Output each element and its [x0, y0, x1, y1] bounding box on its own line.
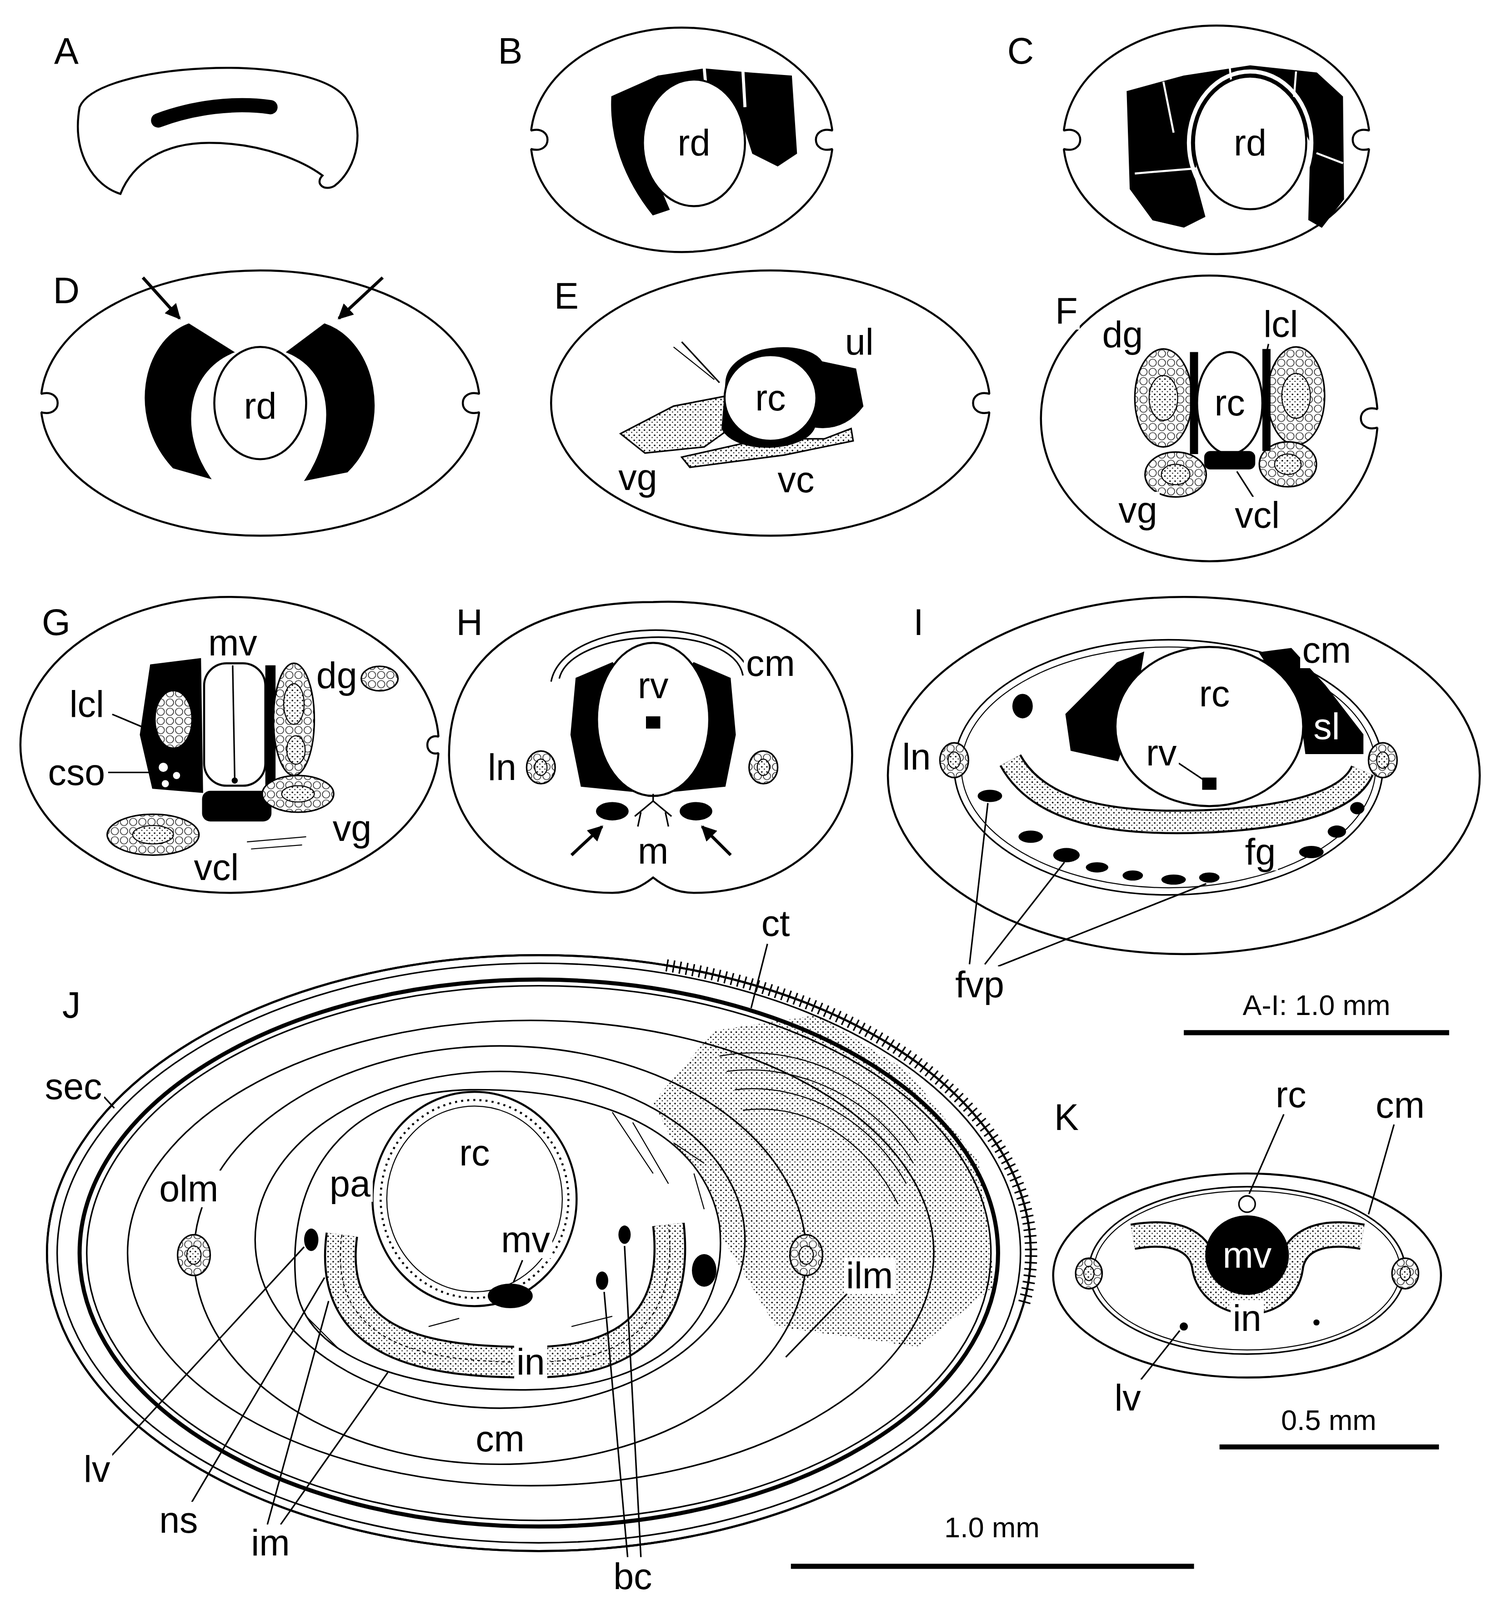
part-label: ln	[485, 749, 519, 787]
section-k	[1053, 1114, 1442, 1380]
part-label: rc	[456, 1134, 492, 1172]
panel-letter: D	[50, 272, 82, 310]
scale-bar	[1183, 1030, 1450, 1036]
part-label: cm	[1373, 1086, 1427, 1124]
part-label: sec	[42, 1068, 105, 1106]
part-label: fg	[1242, 833, 1278, 871]
scale-label: A-I: 1.0 mm	[1241, 991, 1392, 1020]
section-d	[40, 270, 480, 536]
part-label: dg	[1100, 316, 1146, 354]
panel-letter: G	[39, 604, 73, 641]
panel-letter: A	[51, 32, 81, 70]
panel-letter: F	[1052, 292, 1080, 330]
part-label: vcl	[191, 849, 241, 887]
panel-letter: B	[495, 32, 526, 70]
part-label: mv	[498, 1221, 552, 1259]
part-label: rd	[241, 387, 280, 425]
panel-letter: E	[551, 277, 581, 315]
section-j	[46, 944, 1032, 1558]
section-b	[530, 27, 833, 253]
part-label: lcl	[1261, 305, 1301, 343]
part-label: lv	[81, 1451, 113, 1488]
part-label: ct	[759, 905, 793, 942]
part-label: cm	[743, 645, 797, 682]
part-label: vg	[616, 459, 660, 496]
part-label: vc	[775, 461, 817, 499]
part-label: sl	[1311, 708, 1342, 746]
scale-bar	[791, 1563, 1195, 1569]
panel-letter: H	[454, 604, 486, 641]
section-h	[449, 601, 853, 893]
part-label: olm	[156, 1170, 221, 1208]
part-label: rv	[1143, 734, 1179, 772]
section-i	[887, 596, 1480, 967]
part-label: cm	[473, 1420, 527, 1458]
section-f	[1041, 275, 1378, 562]
part-label: lcl	[67, 685, 107, 723]
part-label: cso	[45, 754, 108, 792]
section-e	[550, 270, 990, 536]
part-label: rd	[1231, 124, 1269, 162]
part-label: dg	[314, 657, 360, 695]
part-label: pa	[327, 1165, 373, 1203]
part-label: rc	[1212, 384, 1248, 422]
part-label: vcl	[1232, 496, 1282, 534]
scale-label: 1.0 mm	[942, 1513, 1042, 1543]
part-label: ln	[900, 738, 934, 776]
part-label: rd	[675, 124, 713, 162]
part-label: rc	[1273, 1076, 1309, 1114]
part-label: im	[248, 1524, 292, 1562]
scale-bar	[1219, 1444, 1440, 1450]
part-label: bc	[610, 1558, 655, 1596]
part-label: rc	[1196, 675, 1232, 713]
part-label: lv	[1112, 1379, 1144, 1417]
part-label: cm	[1300, 631, 1354, 669]
part-label: in	[514, 1343, 548, 1381]
part-label: ilm	[843, 1257, 896, 1295]
panel-letter: C	[1005, 32, 1037, 70]
section-c	[1063, 25, 1370, 255]
scale-label: 0.5 mm	[1279, 1406, 1378, 1435]
part-label: ns	[156, 1502, 201, 1539]
section-a	[77, 67, 358, 194]
part-label: mv	[1220, 1236, 1274, 1274]
panel-letter: I	[911, 604, 926, 641]
panel-letter: J	[60, 986, 83, 1024]
part-label: in	[1230, 1300, 1264, 1337]
part-label: m	[635, 832, 671, 870]
part-label: mv	[205, 624, 260, 662]
part-label: vg	[1116, 491, 1160, 529]
part-label: rc	[752, 379, 788, 417]
part-label: fvp	[952, 966, 1007, 1004]
panel-letter: K	[1051, 1099, 1082, 1137]
part-label: ul	[842, 323, 877, 361]
part-label: rv	[635, 667, 671, 705]
section-g	[20, 596, 439, 893]
part-label: vg	[330, 810, 374, 847]
